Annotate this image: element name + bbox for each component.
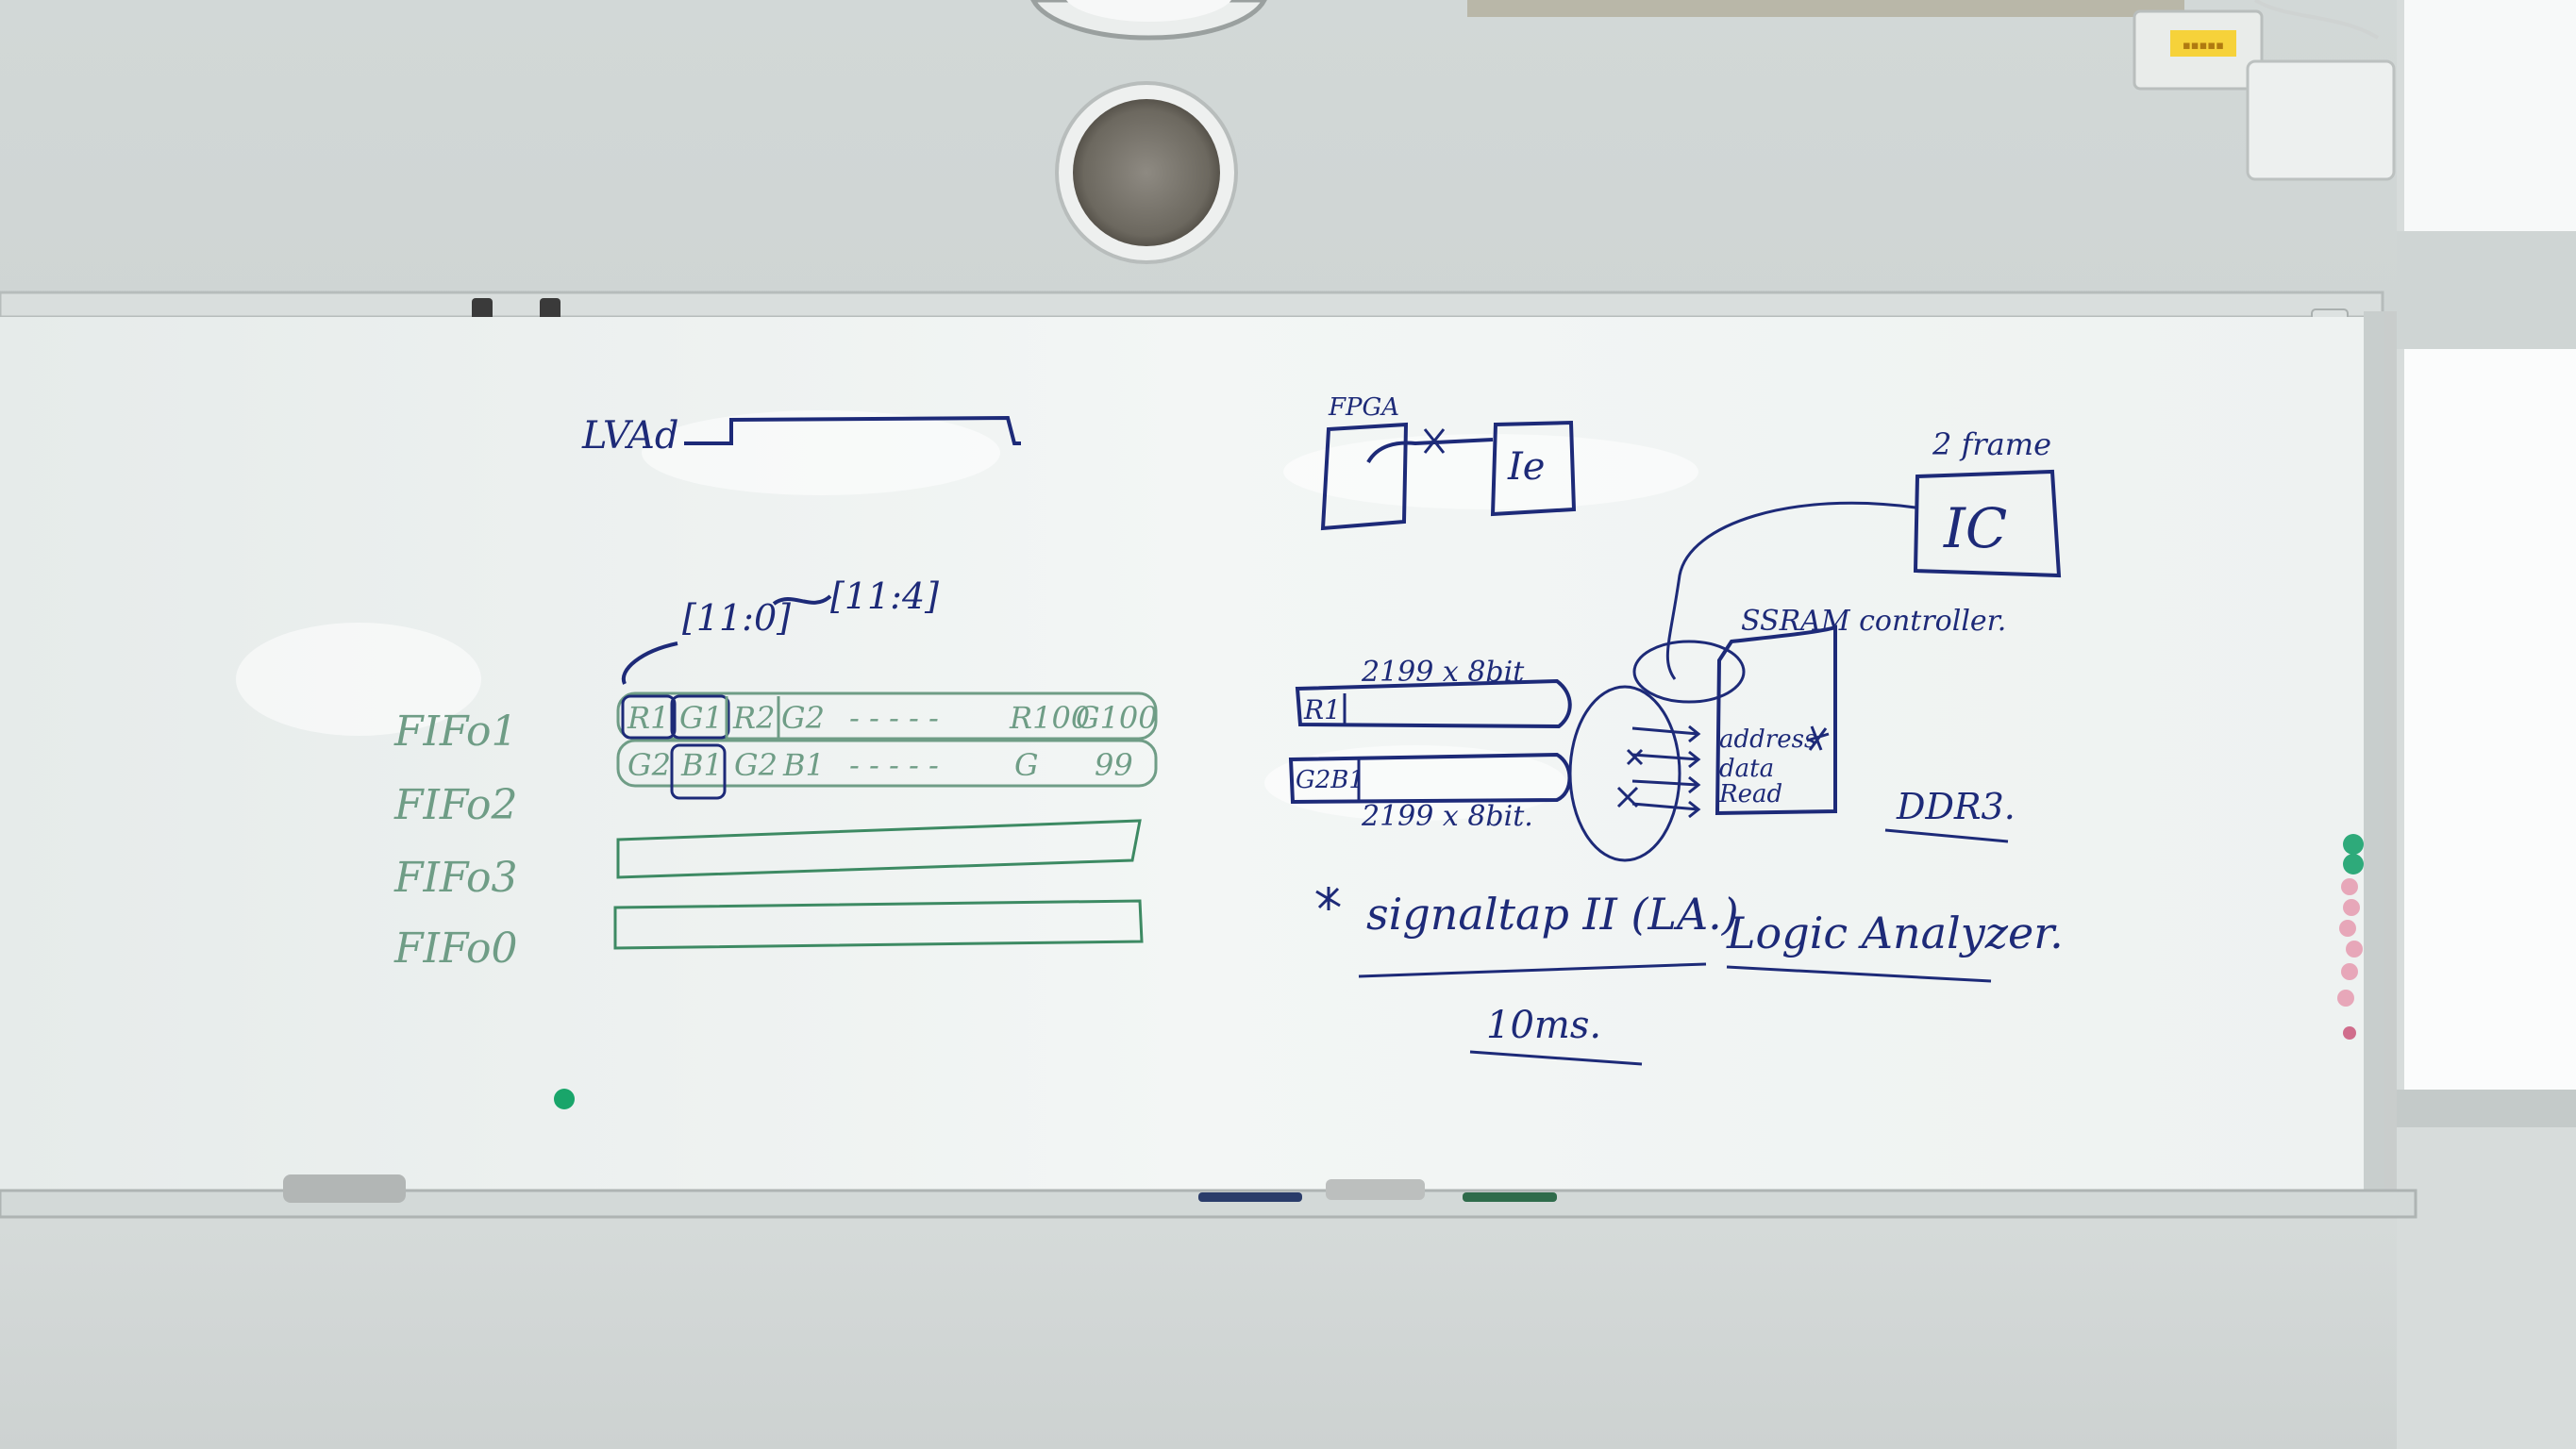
fifo-label-1: FIFo1 xyxy=(393,708,518,756)
left-diagram: LVAd [11:0] [11:4] FIFo1 FIFo2 FIFo3 FIF… xyxy=(393,414,1158,973)
memory-label: DDR3. xyxy=(1896,786,2016,827)
window-mullion xyxy=(2397,231,2576,349)
green-dot xyxy=(554,1089,575,1109)
window-glass-mid xyxy=(2404,349,2576,1090)
note-star xyxy=(1315,887,1341,910)
fifo2-row xyxy=(616,739,1158,788)
controller-ellipse xyxy=(1632,640,1746,704)
fifo-label-3: FIFo3 xyxy=(393,854,518,902)
bit-range-from: [11:0] xyxy=(682,597,791,639)
board-top-tray xyxy=(0,291,2384,319)
fifo2-cell-3: G2 xyxy=(734,747,778,783)
board-right-frame xyxy=(2364,311,2384,1198)
fifo1-row xyxy=(616,691,1158,741)
board-surface xyxy=(0,317,2370,1194)
wall-lower xyxy=(0,1198,2576,1449)
window-glass-top xyxy=(2404,0,2576,231)
fifo1-cell-1: R1 xyxy=(627,700,669,736)
port-data: data xyxy=(1719,755,1774,783)
fifo1-cell-6: G100 xyxy=(1076,700,1158,736)
sticker-text: ▪▪▪▪▪ xyxy=(2183,39,2224,53)
top-rail xyxy=(1467,0,2184,17)
wall-clock xyxy=(1030,0,1267,41)
fifo-label-4: FIFo0 xyxy=(393,924,518,973)
controller-box xyxy=(1715,625,1837,816)
tray-items xyxy=(283,1174,1557,1203)
wall-boxes: ▪▪▪▪▪ xyxy=(2133,0,2396,181)
large-ic-label: IC xyxy=(1943,496,2007,560)
fifo1-cell-3: R2 xyxy=(732,700,775,736)
window-sill xyxy=(2397,1090,2576,1127)
analyzer-underline xyxy=(1726,965,1992,983)
curve-arrow xyxy=(621,641,678,685)
frame-note: 2 frame xyxy=(1932,426,2051,462)
port-address: address xyxy=(1719,725,1816,754)
buffer-top xyxy=(1295,678,1572,729)
buffer-top-cell: R1 xyxy=(1303,694,1341,725)
mux-ellipse xyxy=(1568,685,1681,862)
fifo1-cell-5: R100 xyxy=(1009,700,1090,736)
timing-underline xyxy=(1469,1050,1643,1066)
fpga-label: FPGA xyxy=(1328,393,1399,422)
large-ic-box xyxy=(1913,469,2062,578)
fifo2-cell-1: G2 xyxy=(627,747,671,783)
buffer-bottom-size: 2199 x 8bit. xyxy=(1361,800,1533,833)
fifo3-row xyxy=(616,819,1142,879)
edge-magnets xyxy=(2337,834,2364,1040)
fifo2-cell-5: G xyxy=(1014,747,1039,783)
signal-label: LVAd xyxy=(581,414,678,458)
fpga-box xyxy=(1320,422,1409,531)
fifo2-cell-4: B1 xyxy=(782,747,825,783)
fifo2-cell-6: 99 xyxy=(1095,747,1133,783)
fifo1-cell-ellipsis: - - - - - xyxy=(849,700,939,736)
port-read: Read xyxy=(1718,780,1782,808)
speaker xyxy=(1055,81,1238,264)
tool-underline xyxy=(1358,962,1707,978)
controller-label: SSRAM controller. xyxy=(1741,605,2006,638)
buffer-bottom-cell: G2B1 xyxy=(1296,766,1364,794)
fifo1-cell-2: G1 xyxy=(679,700,723,736)
tool-note: signaltap II (LA.) xyxy=(1366,889,1739,940)
memory-underline xyxy=(1884,828,2009,843)
small-ic-box xyxy=(1490,420,1577,517)
fifo-label-2: FIFo2 xyxy=(393,781,518,829)
fifo1-cell-4: G2 xyxy=(781,700,825,736)
address-star xyxy=(1806,725,1830,751)
fifo2-cell-2: B1 xyxy=(680,747,723,783)
fpga-link xyxy=(1366,438,1494,464)
fifo2-cell-ellipsis: - - - - - xyxy=(849,747,939,783)
timing-note: 10ms. xyxy=(1486,1004,1601,1047)
fifo4-row xyxy=(613,899,1144,950)
range-arrow xyxy=(772,594,832,606)
right-diagram: FPGA Ie 2 frame IC SSRAM controller. add… xyxy=(1288,393,2064,1066)
analyzer-note: Logic Analyzer. xyxy=(1726,908,2064,958)
small-ic-label: Ie xyxy=(1507,445,1545,489)
mux-arrows xyxy=(1616,724,1701,819)
signal-waveform xyxy=(684,415,1021,445)
bit-range-to: [11:4] xyxy=(830,575,939,617)
link-cross xyxy=(1423,428,1446,454)
ic-connection xyxy=(1665,501,1916,680)
